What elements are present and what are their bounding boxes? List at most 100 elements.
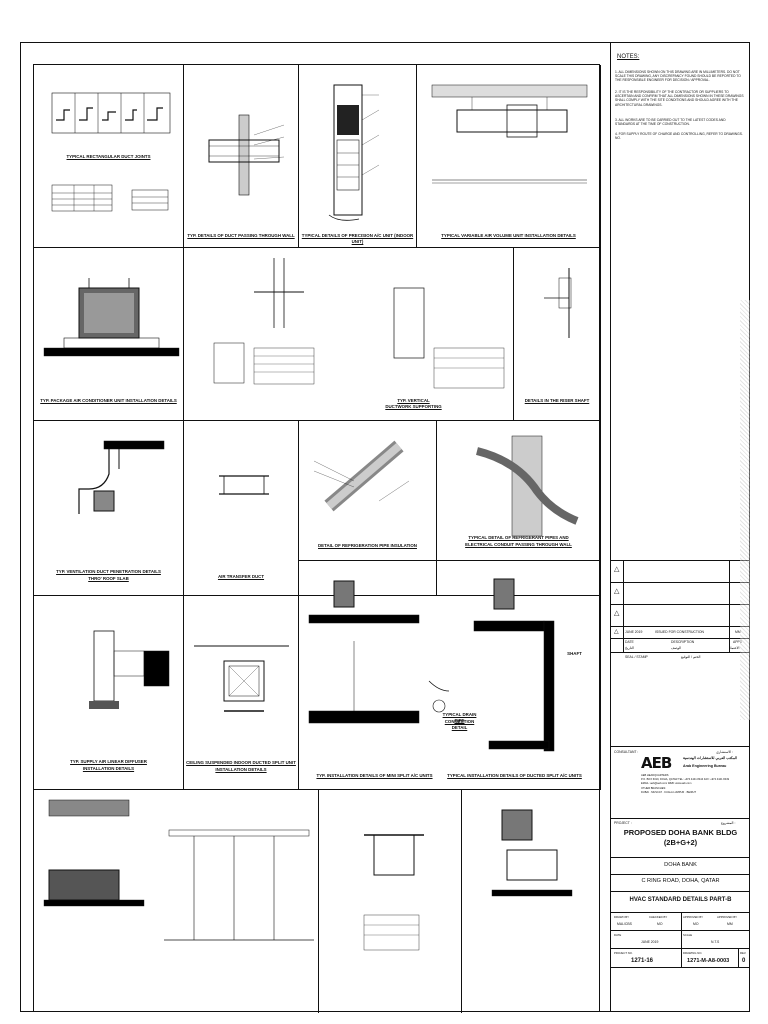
- detail-indoor-cabinet: [319, 790, 462, 1013]
- detail-ducted-outdoor: [462, 790, 601, 1013]
- revision-row: △: [611, 560, 750, 582]
- detail-air-transfer-duct: AIR TRANSFER DUCT: [184, 421, 299, 596]
- detail-title: TYPICAL VARIABLE AIR VOLUME UNIT INSTALL…: [441, 233, 576, 238]
- pipe-insulation-drawing: [313, 440, 410, 512]
- divider: [611, 746, 750, 747]
- consultant-address: AEB HEADQUARTERS: [641, 774, 669, 777]
- air-transfer-drawing: [219, 475, 269, 495]
- ducted-split-drawing: [194, 645, 289, 712]
- refrigerant-wall-drawing: [475, 435, 579, 537]
- detail-linear-diffuser: TYP. SUPPLY AIR LINEAR DIFFUSER INSTALLA…: [34, 596, 184, 790]
- detail-riser-shaft: DETAILS IN THE RISER SHAFT: [514, 248, 601, 421]
- approved2-by: MM: [727, 922, 733, 926]
- detail-grid: TYPICAL RECTANGULAR DUCT JOINTS TYP. DET…: [33, 64, 601, 1013]
- consultant-label: CONSULTANT :: [614, 750, 639, 754]
- consultant-offices: DUBAI · MUSCAT · KUALA LUMPUR · BEIRUT: [641, 791, 697, 794]
- consultant-offices-label: OTHER BRANCHES:: [641, 787, 666, 790]
- sheet-title: HVAC STANDARD DETAILS PART-B: [629, 897, 732, 903]
- note-1: 1. ALL DIMENSIONS SHOWN ON THIS DRAWING …: [615, 70, 741, 83]
- revision-triangle-icon: △: [614, 588, 620, 595]
- revision-row-current: △ JUNE 2019 ISSUED FOR CONSTRUCTION MM: [611, 626, 750, 638]
- revision-header: DATE DESCRIPTION APPD التاريخ الوصف الاع…: [611, 638, 750, 652]
- col-divider: [738, 948, 739, 967]
- detail-duct-through-wall: TYP. DETAILS OF DUCT PASSING THROUGH WAL…: [184, 65, 299, 248]
- project-number: 1271-16: [631, 958, 654, 964]
- project-label: PROJECT :: [614, 821, 632, 825]
- detail-title: TYPICAL DRAIN PIPE: [442, 712, 477, 723]
- margin-notes-strip: [740, 300, 750, 720]
- date-value: JUNE 2019: [641, 940, 659, 944]
- detail-refrigerant-through-wall: TYPICAL DETAIL OF REFRIGERANT PIPES AND …: [437, 421, 601, 596]
- revision-triangle-icon: △: [614, 629, 619, 635]
- detail-title: TYP. PACKAGE AIR CONDITIONER UNIT INSTAL…: [40, 398, 177, 403]
- package-ac-drawing: [43, 278, 180, 357]
- detail-subtitle: THRO' ROOF SLAB: [88, 576, 129, 581]
- duct-joints-drawing: [51, 92, 171, 212]
- ducted-outdoor-drawing: [491, 809, 573, 897]
- drawn-by: MAL/CBS: [617, 922, 632, 926]
- divider: [611, 874, 750, 875]
- riser-shaft-drawing: [544, 268, 572, 338]
- detail-title: TYPICAL RECTANGULAR DUCT JOINTS: [66, 154, 151, 159]
- detail-ducted-split-unit: CEILING SUSPENDED INDOOR DUCTED SPLIT UN…: [184, 596, 299, 790]
- detail-split-units: TYPICAL DRAIN PIPE CONNECTION DETAIL SHA…: [299, 560, 601, 790]
- col-by-ar: الاعتماد: [729, 646, 740, 650]
- rev-col-divider: [623, 560, 624, 652]
- outdoor-units-drawing: [43, 799, 314, 941]
- scale-value: N.T.S: [711, 940, 720, 944]
- date-label: DATE: [614, 933, 622, 937]
- precision-ac-drawing: [328, 84, 380, 221]
- revision-triangle-icon: △: [614, 566, 620, 573]
- seal-label: SEAL / STAMP: [625, 655, 648, 659]
- detail-title: TYP. VERTICAL DUCTWORK SUPPORTING: [385, 398, 442, 409]
- revision-triangle-icon: △: [614, 610, 620, 617]
- project-floors: (2B+G+2): [663, 838, 698, 847]
- duct-wall-drawing: [208, 114, 285, 196]
- drawn-label: DRAWN BY: [614, 915, 629, 919]
- project-label-ar: المشروع :: [721, 821, 736, 825]
- checked-by: MO: [657, 922, 663, 926]
- detail-precision-ac-unit: TYPICAL DETAILS OF PRECISION A/C UNIT (I…: [299, 65, 417, 248]
- divider: [611, 948, 750, 949]
- detail-title: TYP. DETAILS OF DUCT PASSING THROUGH WAL…: [187, 233, 295, 238]
- detail-title: CEILING SUSPENDED INDOOR DUCTED SPLIT UN…: [186, 760, 296, 765]
- vent-penetration-drawing: [78, 440, 165, 514]
- checked-label: CHECKED BY: [649, 915, 668, 919]
- divider: [611, 912, 750, 913]
- col-description-ar: الوصف: [671, 646, 682, 650]
- col-description: DESCRIPTION: [671, 640, 695, 644]
- seal-row: SEAL / STAMP الختم / التوقيع: [611, 652, 750, 664]
- col-date: DATE: [625, 640, 634, 644]
- shaft-label: SHAFT: [567, 651, 582, 656]
- detail-title: TYPICAL DETAIL OF REFRIGERANT PIPES AND: [468, 535, 569, 540]
- project-name: PROPOSED DOHA BANK BLDG: [623, 828, 738, 837]
- split-units-drawing: [308, 578, 555, 752]
- revision-date: JUNE 2019: [625, 630, 643, 634]
- consultant-label-ar: الاستشاري :: [716, 750, 733, 754]
- col-divider: [681, 912, 682, 967]
- detail-subtitle: INSTALLATION DETAILS: [82, 766, 135, 771]
- detail-vav-unit: TYPICAL VARIABLE AIR VOLUME UNIT INSTALL…: [417, 65, 601, 248]
- revision-row: △: [611, 604, 750, 626]
- linear-diffuser-drawing: [89, 630, 170, 709]
- detail-subtitle: ELECTRICAL CONDUIT PASSING THROUGH WALL: [465, 542, 572, 547]
- detail-refrigeration-insulation: DETAIL OF REFRIGERATION PIPE INSULATION: [299, 421, 437, 596]
- detail-outdoor-units: [34, 790, 319, 1013]
- vav-drawing: [431, 84, 588, 184]
- vertical-duct-drawing: [213, 258, 505, 389]
- col-date-ar: التاريخ: [625, 646, 634, 650]
- detail-title: TYP. INSTALLATION DETAILS OF MINI SPLIT …: [316, 773, 433, 778]
- consultant-address-2: P.O. BOX 6019, DOHA, QATAR TEL: +974 444…: [641, 778, 730, 781]
- rev-no-label: REV.: [740, 951, 747, 955]
- divider: [611, 930, 750, 931]
- scale-label: SCALE: [683, 933, 693, 937]
- consultant-name-en: Arab Engineering Bureau: [683, 764, 727, 768]
- revision-table: △ △ △ △ JUNE 2019 ISSUED FOR CONSTRUCTIO…: [611, 560, 750, 664]
- rev-col-divider: [729, 560, 730, 652]
- title-block: NOTES: 1. ALL DIMENSIONS SHOWN ON THIS D…: [610, 42, 750, 1012]
- approved2-label: APPROVED BY: [717, 915, 738, 919]
- detail-title: AIR TRANSFER DUCT: [217, 574, 265, 579]
- aeb-logo: AEB: [641, 754, 672, 772]
- project-no-label: PROJECT NO.: [614, 951, 633, 955]
- detail-subtitle: INSTALLATION DETAILS: [215, 767, 267, 772]
